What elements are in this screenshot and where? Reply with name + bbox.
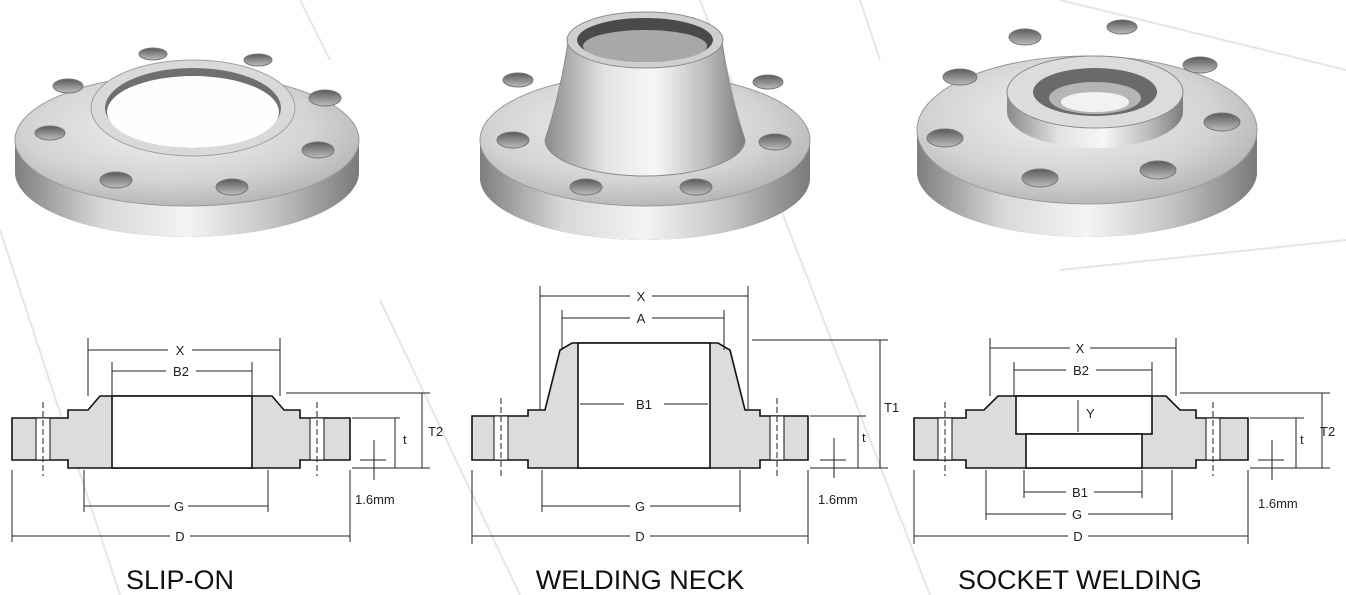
slip-on-caption: SLIP-ON: [126, 565, 234, 595]
welding-neck-x-label: X: [637, 289, 646, 304]
welding-neck-t1-label: T1: [884, 400, 899, 415]
welding-neck-flange-photo: [479, 11, 811, 240]
socket-welding-b1-label: B1: [1072, 485, 1088, 500]
socket-welding-raised-face-label: 1.6mm: [1258, 496, 1298, 511]
socket-welding-x-label: X: [1076, 341, 1085, 356]
welding-neck-raised-face-label: 1.6mm: [818, 492, 858, 507]
welding-neck-caption: WELDING NECK: [536, 565, 745, 595]
socket-welding-g-label: G: [1072, 507, 1082, 522]
socket-welding-flange-photo: [916, 19, 1258, 237]
slip-on-section-drawing: [11, 338, 430, 542]
slip-on-g-label: G: [174, 499, 184, 514]
welding-neck-d-label: D: [635, 529, 644, 544]
welding-neck-g-label: G: [635, 499, 645, 514]
welding-neck-b1-label: B1: [636, 397, 652, 412]
slip-on-b2-label: B2: [173, 364, 189, 379]
socket-welding-section-drawing: [913, 338, 1330, 544]
slip-on-d-label: D: [175, 529, 184, 544]
slip-on-t2-label: T2: [428, 424, 443, 439]
socket-welding-y-label: Y: [1086, 406, 1095, 421]
socket-welding-b2-label: B2: [1073, 363, 1089, 378]
slip-on-raised-face-label: 1.6mm: [355, 492, 395, 507]
slip-on-flange-photo: [14, 47, 360, 237]
socket-welding-d-label: D: [1073, 529, 1082, 544]
socket-welding-caption: SOCKET WELDING: [958, 565, 1202, 595]
welding-neck-section-drawing: [471, 286, 888, 544]
welding-neck-a-label: A: [637, 311, 646, 326]
slip-on-x-label: X: [176, 343, 185, 358]
socket-welding-t-label: t: [1300, 432, 1304, 447]
slip-on-t-label: t: [403, 432, 407, 447]
welding-neck-t-label: t: [862, 430, 866, 445]
socket-welding-t2-label: T2: [1320, 424, 1335, 439]
